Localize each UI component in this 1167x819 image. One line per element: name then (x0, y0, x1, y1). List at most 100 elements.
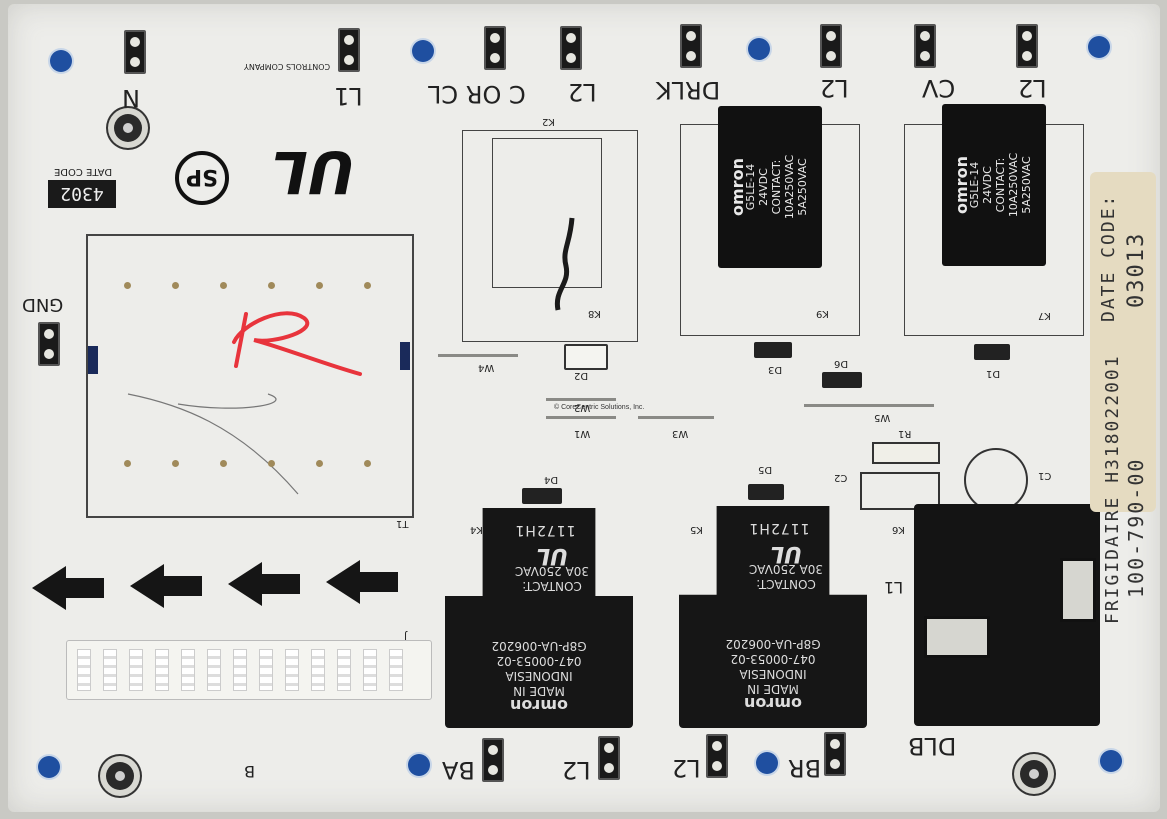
pad (124, 282, 131, 289)
handwritten-r-mark (232, 311, 362, 376)
vertical-datecode-label: DATE CODE: (1098, 193, 1119, 322)
label-k2: K2 (542, 116, 555, 127)
pad (316, 282, 323, 289)
pencil-scribble (127, 393, 299, 495)
relay-origin: MADE IN (513, 684, 565, 698)
k6-tab-lower (924, 616, 990, 658)
relay-lot: 1172H1 (514, 522, 576, 538)
arrow-left-icon (32, 566, 104, 610)
diode-d1 (954, 344, 1030, 360)
terminal-gnd (38, 322, 60, 366)
label-w1: W1 (574, 428, 591, 439)
vertical-model-label: FRIGIDAIRE H318022001 (1102, 354, 1123, 624)
date-code-caption: DATE CODE (54, 166, 113, 177)
label-k9: K9 (816, 308, 829, 319)
label-l1-coil: L1 (884, 578, 904, 597)
connector-pin (259, 649, 273, 691)
k2-footprint (462, 130, 638, 342)
connector-pin (181, 649, 195, 691)
copyright-text: © CoreCentric Solutions, Inc. (554, 404, 645, 411)
maker-caption: CONTROLS COMPANY (244, 62, 331, 71)
label-l2b: L2 (820, 74, 849, 102)
label-cv: CV (922, 74, 956, 102)
mounting-hole (412, 40, 434, 62)
terminal-l2c (1016, 24, 1038, 68)
screw-terminal (114, 114, 142, 142)
relay-contact: CONTACT: (770, 159, 783, 215)
connector-pin (77, 649, 91, 691)
relay-origin2: INDONESIA (505, 669, 573, 683)
mounting-hole (748, 38, 770, 60)
label-ba: BA (442, 756, 475, 784)
connector-pin (285, 649, 299, 691)
relay-brand: omron (728, 158, 747, 216)
relay-k7: omron G5LE-14 24VDC CONTACT: 10A250VAC 5… (942, 104, 1046, 266)
label-br: BR (788, 754, 822, 782)
relay-contact: CONTACT: (522, 579, 582, 593)
relay-model: G5LE-14 (744, 163, 757, 211)
circuit-board: N L1 C OR CL L2 DRLK L2 CV L2 GND CONTRO… (8, 4, 1160, 812)
terminal-l2e (706, 734, 728, 778)
relay-ul: UL (770, 541, 802, 566)
connector-pin (103, 649, 117, 691)
diode-d2 (546, 344, 626, 370)
label-d2: D2 (574, 370, 589, 381)
relay-rating2: 5A250VAC (1020, 156, 1033, 214)
relay-brand: omron (952, 156, 971, 214)
transformer-outline (86, 234, 414, 518)
relay-contact: CONTACT: (994, 157, 1007, 213)
label-k7: K7 (1038, 310, 1051, 321)
label-l2c: L2 (1018, 74, 1047, 102)
label-c2: C2 (834, 472, 848, 483)
ul-text: UL (271, 140, 355, 206)
terminal-l2d (598, 736, 620, 780)
label-w5: W5 (874, 412, 891, 423)
resistor-r1 (872, 442, 940, 464)
label-l2a: L2 (568, 78, 597, 106)
relay-ul: UL (536, 543, 568, 568)
label-d5: D5 (758, 464, 773, 475)
terminal-l2b (820, 24, 842, 68)
mounting-hole (1088, 36, 1110, 58)
relay-brand: omron (744, 694, 802, 713)
k2-jumper-wire (554, 217, 575, 311)
label-w4: W4 (478, 362, 495, 373)
wire-w5 (804, 404, 934, 407)
pad (172, 460, 179, 467)
mounting-hole (38, 756, 60, 778)
capacitor-c2 (860, 472, 940, 510)
relay-k5: 1172H1 CONTACT: 30A 250VAC UL omron MADE… (679, 506, 867, 728)
date-code-stamp: 4302 (48, 180, 116, 208)
relay-part1: 047-00053-02 (496, 654, 582, 668)
diode-d4 (502, 488, 582, 504)
wire-w2 (546, 398, 616, 401)
terminal-l2a (560, 26, 582, 70)
pad (268, 460, 275, 467)
relay-voltage: 24VDC (757, 168, 770, 206)
terminal-ba (482, 738, 504, 782)
arrow-left-icon (326, 560, 398, 604)
connector-pin (311, 649, 325, 691)
arrow-left-icon (228, 562, 300, 606)
connector-pin (233, 649, 247, 691)
terminal-cv (914, 24, 936, 68)
label-b: B (244, 762, 255, 781)
relay-origin: MADE IN (747, 682, 799, 696)
arrow-left-icon (130, 564, 202, 608)
pad (220, 282, 227, 289)
relay-contact: CONTACT: (756, 577, 816, 591)
pad (220, 460, 227, 467)
connector-pin (129, 649, 143, 691)
screw-terminal (106, 762, 134, 790)
csa-text: SP (186, 164, 218, 189)
pad (124, 460, 131, 467)
label-t1: T1 (396, 518, 409, 529)
wire-w1 (546, 416, 616, 419)
terminal-br (824, 732, 846, 776)
label-drlk: DRLK (656, 76, 721, 104)
capacitor-c1 (964, 448, 1028, 512)
vertical-part-number: 100-790-00 (1124, 457, 1148, 598)
label-k5: K5 (690, 524, 703, 535)
connector-pin (363, 649, 377, 691)
label-l2e: L2 (672, 754, 701, 782)
